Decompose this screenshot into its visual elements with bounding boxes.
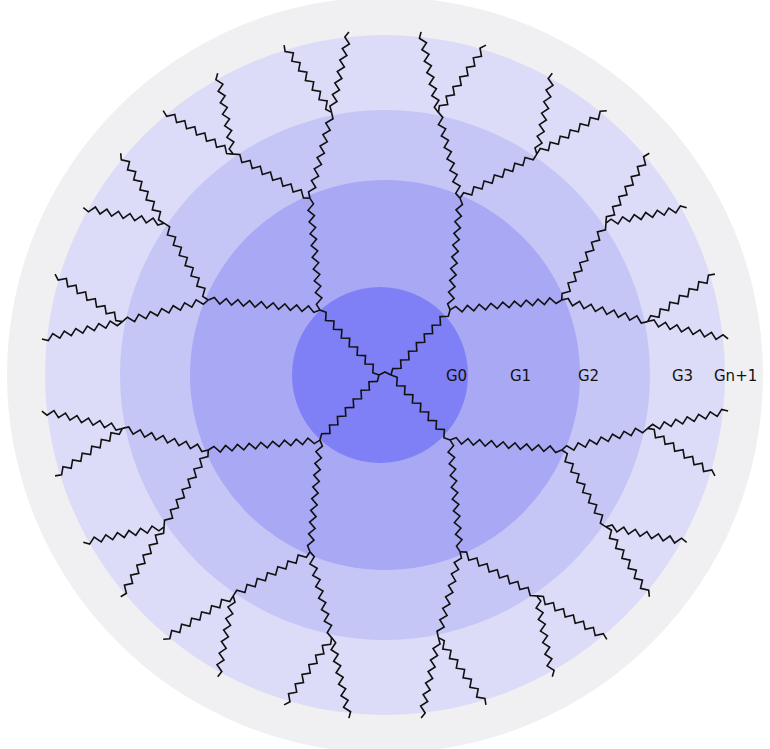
- alkyl-chain: [308, 198, 322, 310]
- alkyl-chain: [284, 45, 332, 112]
- alkyl-chain: [309, 112, 334, 198]
- alkyl-chain: [437, 552, 462, 638]
- alkyl-chain: [448, 198, 463, 310]
- alkyl-chain: [55, 428, 122, 476]
- alkyl-chain: [438, 45, 486, 112]
- alkyl-chain: [562, 428, 648, 450]
- alkyl-chain: [55, 274, 122, 322]
- alkyl-chain: [217, 596, 235, 677]
- alkyl-chain: [450, 438, 562, 453]
- alkyl-chain: [460, 552, 537, 596]
- alkyl-chain: [562, 299, 648, 324]
- g3-disc: [45, 35, 725, 715]
- alkyl-chain: [122, 427, 208, 452]
- alkyl-chain: [233, 154, 310, 198]
- alkyl-chain: [83, 207, 164, 225]
- alkyl-chain: [216, 73, 234, 154]
- alkyl-chain: [536, 596, 554, 677]
- g0-core-disc: [292, 287, 468, 463]
- alkyl-chain: [331, 638, 351, 719]
- alkyl-chain: [233, 552, 310, 596]
- alkyl-chain: [438, 112, 460, 198]
- alkyl-chain: [391, 310, 450, 375]
- alkyl-chain: [42, 321, 123, 341]
- alkyl-chain: [606, 206, 687, 224]
- alkyl-chain: [208, 298, 320, 313]
- alkyl-chain: [648, 274, 715, 322]
- g1-disc: [190, 180, 580, 570]
- alkyl-chain: [379, 372, 391, 375]
- alkyl-chain: [163, 111, 233, 154]
- generation-label: Gn+1: [714, 369, 757, 384]
- alkyl-chain: [308, 440, 323, 552]
- alkyl-chain: [562, 450, 606, 527]
- alkyl-chain: [562, 223, 606, 300]
- alkyl-chain: [537, 596, 607, 639]
- generation-label: G3: [672, 369, 693, 384]
- alkyl-chain: [121, 153, 164, 223]
- alkyl-chain: [122, 300, 208, 322]
- dendron-chains: [42, 32, 728, 718]
- alkyl-chain: [438, 638, 486, 705]
- alkyl-chain: [284, 638, 332, 705]
- alkyl-chain: [320, 375, 379, 440]
- alkyl-chain: [606, 525, 687, 543]
- alkyl-chain: [310, 552, 332, 638]
- alkyl-chain: [450, 298, 562, 312]
- alkyl-chain: [163, 596, 233, 639]
- alkyl-chain: [460, 154, 537, 198]
- alkyl-chain: [648, 428, 715, 476]
- alkyl-chain: [606, 153, 649, 223]
- alkyl-chain: [83, 526, 164, 544]
- alkyl-chain: [648, 320, 729, 340]
- generation-label: G2: [578, 369, 599, 384]
- generation-label: G0: [446, 369, 467, 384]
- alkyl-chain: [320, 310, 379, 375]
- alkyl-chain: [391, 375, 450, 440]
- generation-label: G1: [510, 369, 531, 384]
- alkyl-chain: [164, 223, 208, 300]
- alkyl-chain: [448, 440, 462, 552]
- alkyl-chain: [208, 438, 320, 452]
- alkyl-chain: [121, 527, 164, 597]
- alkyl-chain: [648, 409, 729, 429]
- g2-disc: [120, 110, 650, 640]
- alkyl-chain: [42, 411, 123, 431]
- alkyl-chain: [606, 527, 649, 597]
- alkyl-chain: [330, 32, 350, 113]
- alkyl-chain: [164, 450, 208, 527]
- alkyl-chain: [421, 638, 441, 719]
- alkyl-chain: [535, 73, 553, 154]
- outer-generation-disc: [7, 0, 763, 749]
- alkyl-chain: [419, 32, 439, 113]
- alkyl-chain: [537, 111, 607, 154]
